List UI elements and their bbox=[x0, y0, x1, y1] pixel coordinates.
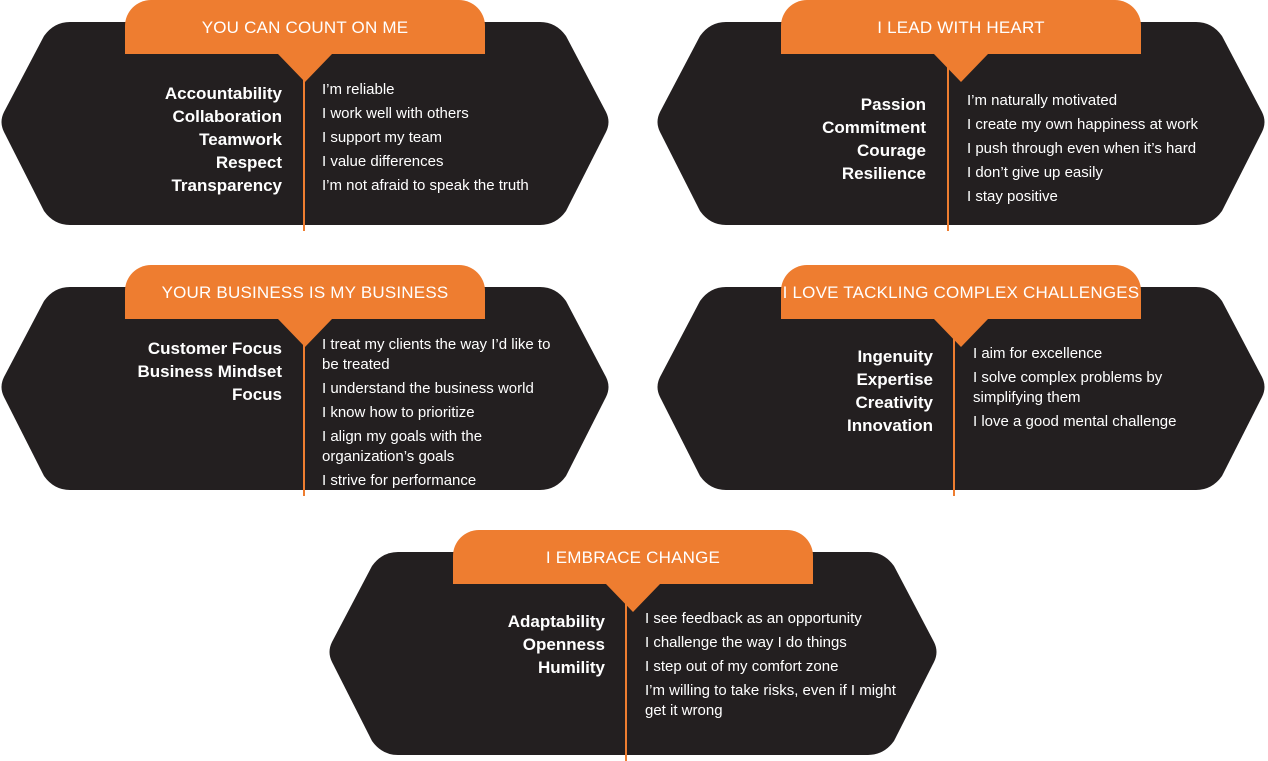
statements-list: I treat my clients the way I’d like to b… bbox=[322, 335, 567, 495]
card-background bbox=[657, 22, 1265, 225]
card-title: I EMBRACE CHANGE bbox=[545, 548, 721, 567]
value-card-embrace-change: I EMBRACE CHANGE Adaptability Openness H… bbox=[328, 530, 940, 761]
values-list: Passion Commitment Courage Resilience bbox=[822, 93, 926, 185]
value-item: Expertise bbox=[856, 370, 933, 389]
statement-item: I’m reliable bbox=[322, 81, 395, 98]
statement-item: I work well with others bbox=[322, 105, 469, 122]
value-item: Customer Focus bbox=[147, 339, 282, 358]
statement-item: I step out of my comfort zone bbox=[645, 658, 839, 675]
value-item: Passion bbox=[860, 95, 926, 114]
value-item: Respect bbox=[215, 153, 282, 172]
statement-item: I see feedback as an opportunity bbox=[645, 610, 862, 627]
value-item: Courage bbox=[857, 141, 926, 160]
values-list: Customer Focus Business Mindset Focus bbox=[137, 337, 282, 406]
value-item: Transparency bbox=[171, 176, 282, 195]
value-item: Collaboration bbox=[172, 107, 282, 126]
card-title: I LOVE TACKLING COMPLEX CHALLENGES bbox=[782, 283, 1140, 302]
value-card-count-on-me: YOU CAN COUNT ON ME Accountability Colla… bbox=[0, 0, 612, 231]
card-background bbox=[1, 287, 609, 490]
statement-item: I value differences bbox=[322, 153, 444, 170]
title-pointer bbox=[934, 319, 988, 347]
statement-item: I don’t give up easily bbox=[967, 164, 1103, 181]
divider-line bbox=[625, 590, 627, 761]
title-pointer bbox=[278, 54, 332, 82]
statement-item: I strive for performance bbox=[322, 472, 477, 489]
statement-item: I’m not afraid to speak the truth bbox=[322, 177, 529, 194]
card-background bbox=[1, 22, 609, 225]
value-item: Creativity bbox=[855, 393, 933, 412]
value-item: Business Mindset bbox=[137, 362, 282, 381]
statement-item: I support my team bbox=[322, 129, 443, 146]
statement-item: I aim for excellence bbox=[973, 345, 1103, 362]
value-card-complex-challenges: I LOVE TACKLING COMPLEX CHALLENGES Ingen… bbox=[656, 265, 1268, 496]
value-item: Accountability bbox=[164, 84, 282, 103]
card-title: YOUR BUSINESS IS MY BUSINESS bbox=[161, 283, 449, 302]
title-pointer bbox=[278, 319, 332, 347]
divider-line bbox=[303, 60, 305, 231]
statement-item: I align my goals with the organization’s… bbox=[322, 428, 483, 465]
card-title: I LEAD WITH HEART bbox=[877, 18, 1045, 37]
value-item: Openness bbox=[522, 635, 605, 654]
statement-item: I know how to prioritize bbox=[322, 404, 475, 421]
title-pointer bbox=[606, 584, 660, 612]
statement-item: I solve complex problems by simplifying … bbox=[973, 369, 1163, 406]
card-title-tab: YOU CAN COUNT ON ME bbox=[125, 0, 485, 82]
statements-list: I’m naturally motivated I create my own … bbox=[967, 91, 1212, 211]
card-title-tab: YOUR BUSINESS IS MY BUSINESS bbox=[125, 265, 485, 347]
value-item: Focus bbox=[231, 385, 282, 404]
statements-list: I see feedback as an opportunity I chall… bbox=[645, 609, 905, 725]
statement-item: I’m willing to take risks, even if I mig… bbox=[645, 682, 896, 719]
statement-item: I stay positive bbox=[967, 188, 1058, 205]
card-background bbox=[657, 287, 1265, 490]
values-list: Adaptability Openness Humility bbox=[508, 610, 605, 679]
value-item: Humility bbox=[537, 658, 605, 677]
card-background bbox=[329, 552, 937, 755]
card-title-tab: I LEAD WITH HEART bbox=[781, 0, 1141, 82]
statement-item: I’m naturally motivated bbox=[967, 92, 1118, 109]
card-title-tab: I EMBRACE CHANGE bbox=[453, 530, 813, 612]
statement-item: I challenge the way I do things bbox=[645, 634, 847, 651]
value-item: Adaptability bbox=[507, 612, 605, 631]
value-card-lead-with-heart: I LEAD WITH HEART Passion Commitment Cou… bbox=[656, 0, 1268, 231]
value-item: Commitment bbox=[822, 118, 926, 137]
statement-item: I create my own happiness at work bbox=[967, 116, 1198, 133]
statement-item: I treat my clients the way I’d like to b… bbox=[322, 336, 551, 373]
statement-item: I understand the business world bbox=[322, 380, 534, 397]
divider-line bbox=[303, 325, 305, 496]
statement-item: I love a good mental challenge bbox=[973, 413, 1177, 430]
values-list: Accountability Collaboration Teamwork Re… bbox=[165, 82, 282, 197]
title-pointer bbox=[934, 54, 988, 82]
values-list: Ingenuity Expertise Creativity Innovatio… bbox=[847, 345, 933, 437]
card-title: YOU CAN COUNT ON ME bbox=[201, 18, 409, 37]
value-item: Ingenuity bbox=[857, 347, 933, 366]
value-item: Resilience bbox=[841, 164, 926, 183]
value-item: Teamwork bbox=[199, 130, 282, 149]
divider-line bbox=[953, 325, 955, 496]
statement-item: I push through even when it’s hard bbox=[967, 140, 1197, 157]
value-item: Innovation bbox=[847, 416, 933, 435]
statements-list: I’m reliable I work well with others I s… bbox=[322, 80, 567, 200]
divider-line bbox=[947, 60, 949, 231]
card-title-tab: I LOVE TACKLING COMPLEX CHALLENGES bbox=[781, 265, 1141, 347]
statements-list: I aim for excellence I solve complex pro… bbox=[973, 344, 1208, 436]
value-card-business: YOUR BUSINESS IS MY BUSINESS Customer Fo… bbox=[0, 265, 612, 496]
